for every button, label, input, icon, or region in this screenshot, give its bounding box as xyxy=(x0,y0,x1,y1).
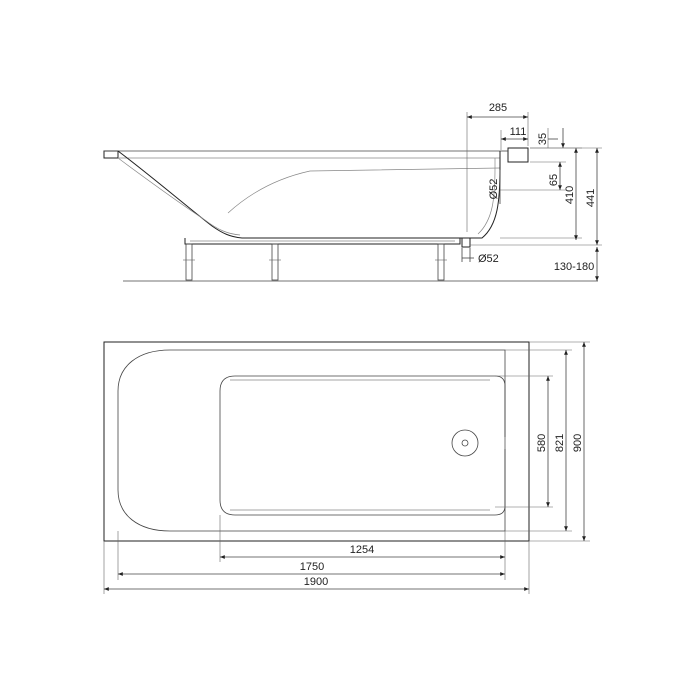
dim-285-label: 285 xyxy=(489,102,507,114)
side-view: 285 111 35 65 410 441 130-180 Ø52 xyxy=(103,102,602,282)
drain-circle xyxy=(451,429,479,457)
top-view: 580 821 900 1254 1750 1900 xyxy=(103,341,590,594)
leg xyxy=(185,243,193,281)
drain-center xyxy=(461,439,469,447)
dim-1900-label: 1900 xyxy=(304,576,328,588)
tub-outline xyxy=(103,341,530,542)
tub-base xyxy=(184,238,461,245)
dim-o52-bottom-label: Ø52 xyxy=(478,253,499,265)
tub-back-wall-inner xyxy=(117,157,241,236)
tub-front-wall-inner xyxy=(477,158,496,235)
dim-580-label: 580 xyxy=(536,434,548,452)
tub-front-wall xyxy=(462,151,501,239)
dim-65-label: 65 xyxy=(548,174,560,186)
drain-fitting xyxy=(461,237,471,248)
dim-410-label: 410 xyxy=(564,186,576,204)
dim-1750-label: 1750 xyxy=(300,561,324,573)
overflow-block xyxy=(507,147,529,163)
dim-35-label: 35 xyxy=(537,133,549,145)
tub-basin xyxy=(219,375,506,516)
legs xyxy=(183,243,447,281)
dim-900-label: 900 xyxy=(572,434,584,452)
tub-rim xyxy=(103,150,119,159)
leg xyxy=(437,243,445,281)
tub-basin-inner xyxy=(230,379,490,511)
tub-back-wall-outer xyxy=(117,150,465,239)
tub-inner-curve xyxy=(227,167,501,214)
dim-821-label: 821 xyxy=(554,434,566,452)
dim-130-180-label: 130-180 xyxy=(554,261,594,273)
dim-441-label: 441 xyxy=(585,189,597,207)
tub-inner-rim xyxy=(117,349,506,532)
leg xyxy=(271,243,279,281)
dim-111-label: 111 xyxy=(510,126,527,138)
dim-1254-label: 1254 xyxy=(350,544,374,556)
dim-o52-top-label: Ø52 xyxy=(488,179,500,200)
